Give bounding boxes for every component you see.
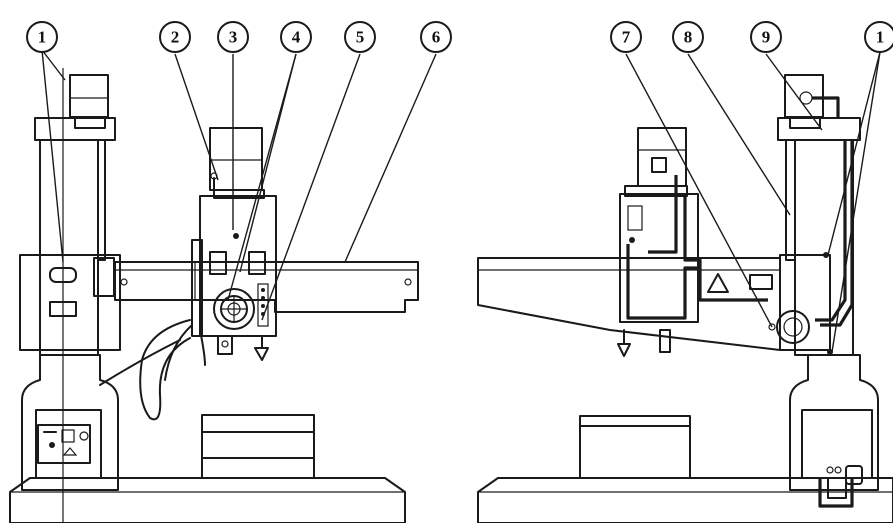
callout-7-label: 7 [622, 28, 631, 47]
right-pedestal [789, 354, 879, 491]
left-cables [99, 319, 206, 421]
coolant-pump [818, 465, 863, 508]
callout-9-label: 9 [762, 28, 771, 47]
callout-3-label: 3 [229, 28, 238, 47]
arm-clamp-wheel [768, 310, 810, 344]
callout-8: 8 [672, 21, 704, 53]
right-callouts: 7 8 9 1 [610, 21, 893, 353]
right-view: 7 8 9 1 [477, 21, 893, 523]
left-pedestal [21, 354, 119, 491]
control-panel [37, 424, 91, 464]
right-column-top [777, 74, 861, 327]
left-base [9, 477, 406, 523]
drill-head [191, 127, 277, 361]
callout-9: 9 [750, 21, 782, 53]
callout-6: 6 [420, 21, 452, 53]
right-work-table [579, 415, 691, 479]
callout-7: 7 [610, 21, 642, 53]
callout-4-label: 4 [292, 28, 301, 47]
callout-3: 3 [217, 21, 249, 53]
callout-1-right-label: 1 [876, 28, 885, 47]
callout-2: 2 [159, 21, 191, 53]
right-arm-sleeve [779, 252, 833, 355]
callout-1-left: 1 [26, 21, 58, 53]
callout-5-label: 5 [356, 28, 365, 47]
left-work-table [201, 414, 315, 479]
callout-6-label: 6 [432, 28, 441, 47]
left-column [39, 139, 106, 356]
right-drill-head [617, 127, 768, 357]
left-arm [114, 261, 419, 313]
column-top-housing [34, 74, 116, 141]
right-base [477, 477, 893, 523]
callout-4: 4 [280, 21, 312, 53]
callout-8-label: 8 [684, 28, 693, 47]
arm-sleeve [19, 254, 121, 351]
left-callouts: 1 2 3 4 5 6 [26, 21, 452, 321]
callout-1-right: 1 [864, 21, 893, 53]
callout-2-label: 2 [171, 28, 180, 47]
callout-1-left-label: 1 [38, 28, 47, 47]
left-view: 1 2 3 4 5 6 [9, 21, 452, 523]
callout-5: 5 [344, 21, 376, 53]
